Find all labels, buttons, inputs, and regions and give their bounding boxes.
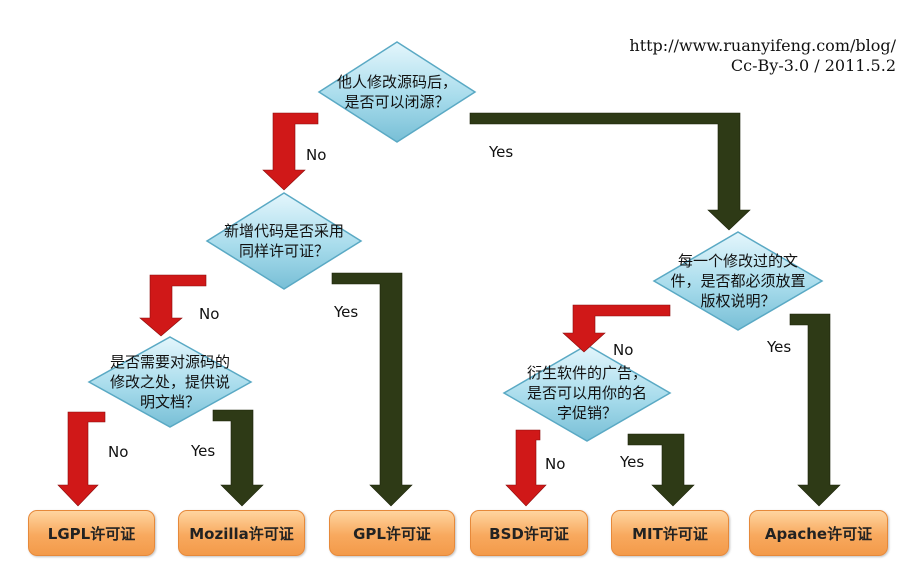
leaf-apache-license: Apache许可证 (749, 510, 888, 556)
leaf-gpl-license: GPL许可证 (329, 510, 455, 556)
arrow-q4-no (562, 304, 671, 353)
edge-label-q5-no: No (545, 455, 566, 473)
decision-diamond-same-license (205, 192, 363, 290)
arrow-q2-no (139, 274, 207, 337)
arrow-q1-no (262, 112, 319, 191)
arrow-q4-yes (789, 313, 841, 507)
arrow-q5-yes (627, 433, 695, 507)
edge-label-q2-no: No (199, 305, 220, 323)
edge-label-q4-no: No (613, 341, 634, 359)
credit-license: Cc-By-3.0 / 2011.5.2 (730, 56, 896, 75)
edge-label-q1-no: No (306, 146, 327, 164)
edge-label-q3-no: No (108, 443, 129, 461)
leaf-bsd-license: BSD许可证 (470, 510, 588, 556)
question-document-changes: 是否需要对源码的 修改之处，提供说 明文档？ (109, 353, 230, 411)
question-copyright-notice: 每一个修改过的文 件，是否都必须放置 版权说明？ (670, 252, 806, 310)
arrow-q3-yes (212, 409, 264, 507)
edge-label-q4-yes: Yes (767, 338, 792, 356)
edge-label-q3-yes: Yes (191, 442, 216, 460)
edge-label-q2-yes: Yes (334, 303, 359, 321)
decision-diamond-promotion (502, 344, 672, 442)
question-closed-source: 他人修改源码后， 是否可以闭源？ (336, 73, 457, 111)
arrow-q3-no (57, 411, 106, 507)
edge-label-q5-yes: Yes (620, 453, 645, 471)
question-same-license: 新增代码是否采用 同样许可证？ (223, 222, 344, 260)
leaf-mit-license: MIT许可证 (611, 510, 729, 556)
decision-diamond-document-changes (87, 336, 253, 428)
decision-diamond-copyright-notice (652, 231, 824, 331)
arrow-q1-yes (469, 112, 751, 231)
leaf-mozilla-license: Mozilla许可证 (178, 510, 305, 556)
arrow-q5-no (505, 429, 547, 507)
credit-block: http://www.ruanyifeng.com/blog/ Cc-By-3.… (629, 36, 896, 76)
credit-url: http://www.ruanyifeng.com/blog/ (629, 36, 896, 55)
edge-label-q1-yes: Yes (489, 143, 514, 161)
decision-diamond-closed-source (317, 41, 477, 143)
arrow-q2-yes (331, 272, 413, 507)
question-promotion: 衍生软件的广告， 是否可以用你的名 字促销？ (526, 364, 647, 422)
leaf-lgpl-license: LGPL许可证 (28, 510, 155, 556)
